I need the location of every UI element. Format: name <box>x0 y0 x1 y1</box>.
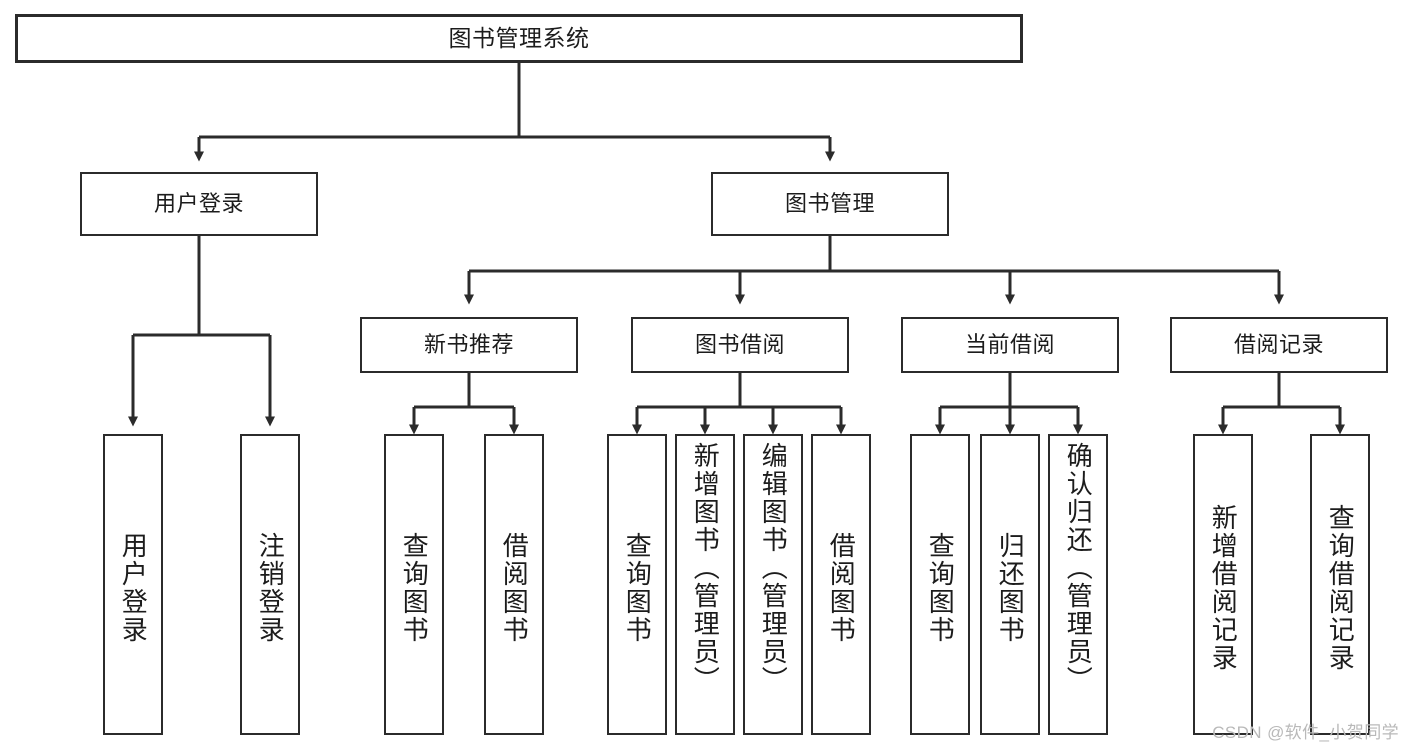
node-book-management[interactable]: 图书管理 <box>711 172 949 236</box>
node-new-book-recommendation[interactable]: 新书推荐 <box>360 317 578 373</box>
node-label: 用户登录 <box>153 190 244 216</box>
leaf-label: 归还图书 <box>995 532 1026 644</box>
node-label: 新书推荐 <box>423 331 514 357</box>
leaf-return-books[interactable]: 归还图书 <box>980 434 1040 735</box>
leaf-borrow-books-recommend[interactable]: 借阅图书 <box>484 434 544 735</box>
leaf-query-books-recommend[interactable]: 查询图书 <box>384 434 444 735</box>
leaf-label: 新增借阅记录 <box>1208 504 1239 672</box>
leaf-add-book-admin[interactable]: 新增图书（管理员） <box>675 434 735 735</box>
leaf-edit-book-admin[interactable]: 编辑图书（管理员） <box>743 434 803 735</box>
node-current-borrowing[interactable]: 当前借阅 <box>901 317 1119 373</box>
leaf-label: 编辑图书（管理员） <box>758 442 789 694</box>
leaf-label: 查询借阅记录 <box>1325 504 1356 672</box>
node-label: 图书管理 <box>784 190 875 216</box>
node-label: 图书借阅 <box>694 331 785 357</box>
node-book-borrowing[interactable]: 图书借阅 <box>631 317 849 373</box>
leaf-label: 查询图书 <box>399 532 430 644</box>
leaf-label: 确认归还（管理员） <box>1063 442 1094 694</box>
leaf-user-login[interactable]: 用户登录 <box>103 434 163 735</box>
leaf-label: 新增图书（管理员） <box>690 442 721 694</box>
node-label: 当前借阅 <box>964 331 1055 357</box>
leaf-borrow-books[interactable]: 借阅图书 <box>811 434 871 735</box>
node-root-library-management-system[interactable]: 图书管理系统 <box>15 14 1023 63</box>
leaf-query-books-current[interactable]: 查询图书 <box>910 434 970 735</box>
leaf-query-books-borrow[interactable]: 查询图书 <box>607 434 667 735</box>
leaf-label: 借阅图书 <box>826 532 857 644</box>
node-label: 借阅记录 <box>1233 331 1324 357</box>
leaf-logout[interactable]: 注销登录 <box>240 434 300 735</box>
node-borrowing-records[interactable]: 借阅记录 <box>1170 317 1388 373</box>
leaf-label: 注销登录 <box>255 532 286 644</box>
leaf-confirm-return-admin[interactable]: 确认归还（管理员） <box>1048 434 1108 735</box>
node-user-login[interactable]: 用户登录 <box>80 172 318 236</box>
leaf-label: 用户登录 <box>118 532 149 644</box>
leaf-label: 查询图书 <box>925 532 956 644</box>
leaf-add-borrow-record[interactable]: 新增借阅记录 <box>1193 434 1253 735</box>
leaf-label: 借阅图书 <box>499 532 530 644</box>
leaf-label: 查询图书 <box>622 532 653 644</box>
csdn-watermark: CSDN @软件_小贺同学 <box>1212 723 1399 742</box>
leaf-query-borrow-record[interactable]: 查询借阅记录 <box>1310 434 1370 735</box>
node-label: 图书管理系统 <box>448 24 590 51</box>
